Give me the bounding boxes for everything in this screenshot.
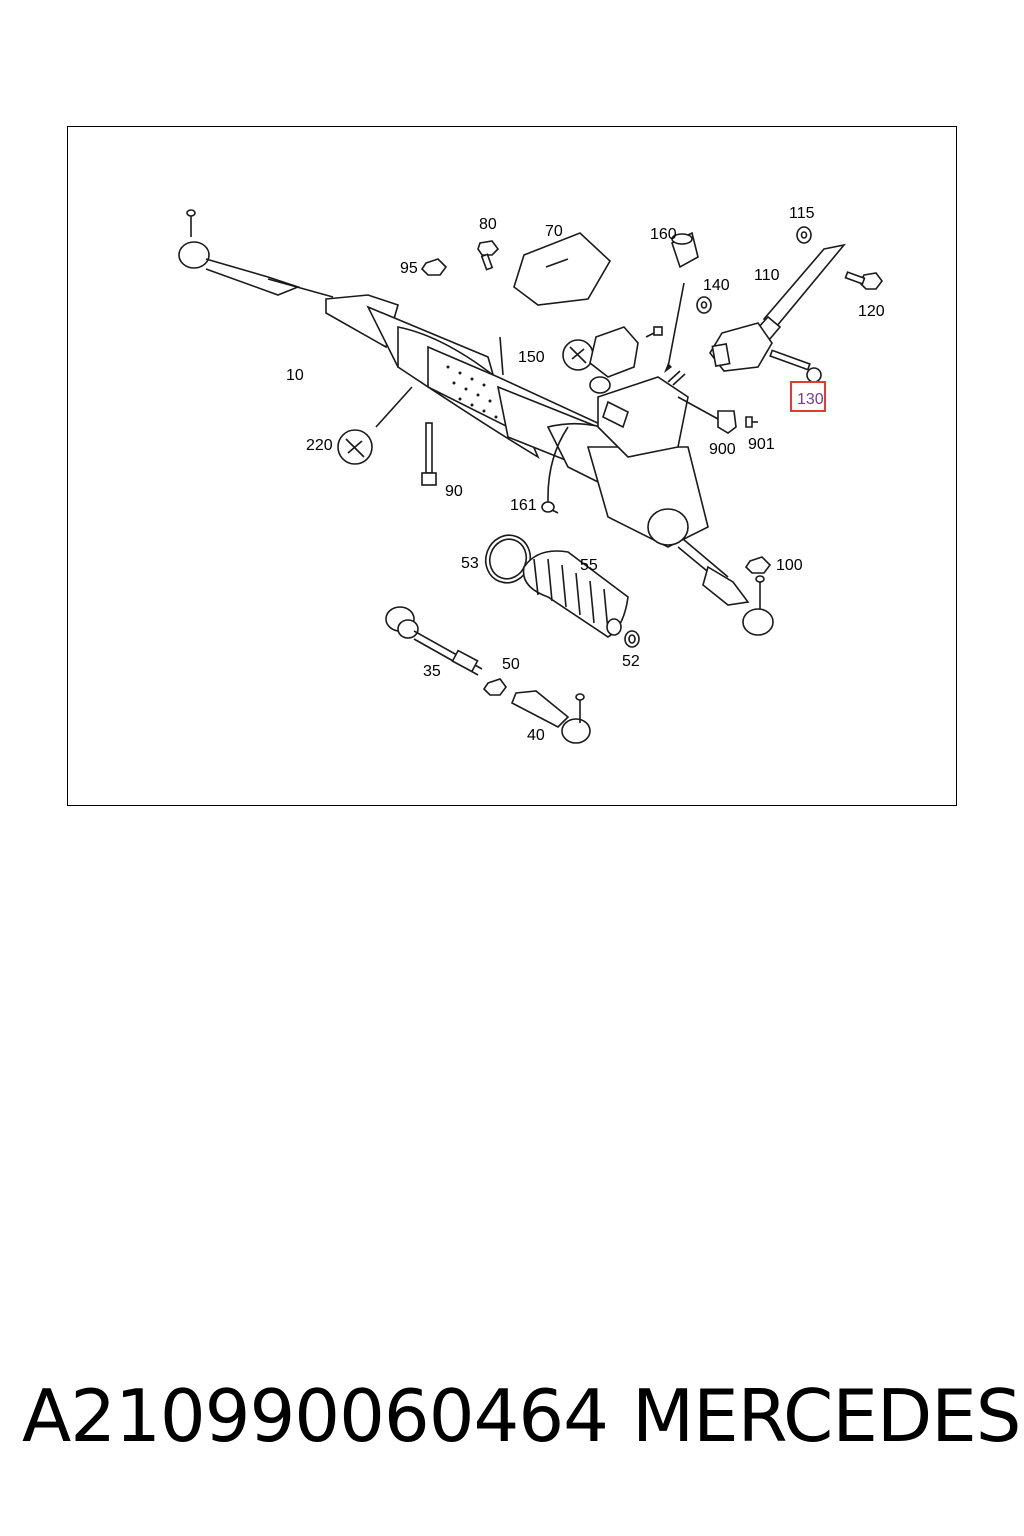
- callout-50: 50: [502, 656, 520, 673]
- callout-115: 115: [789, 205, 815, 222]
- steering-rack-housing: [325, 294, 774, 636]
- callout-100: 100: [776, 557, 803, 574]
- connector-900: [717, 410, 737, 434]
- nut-100: [744, 556, 772, 574]
- callout-150: 150: [518, 349, 545, 366]
- highlight-box-130: [790, 381, 826, 412]
- callout-901: 901: [748, 436, 775, 453]
- callout-70: 70: [545, 223, 563, 240]
- callout-900: 900: [709, 441, 736, 458]
- callout-55: 55: [580, 557, 598, 574]
- part-number: A210990060464: [22, 1374, 609, 1458]
- steering-rack-exploded-diagram: [178, 209, 883, 744]
- pin-901: [745, 416, 758, 428]
- leader-lines: [375, 282, 719, 505]
- callout-140: 140: [703, 277, 730, 294]
- valve-150: [562, 326, 663, 394]
- callout-161: 161: [510, 497, 537, 514]
- bolt-130: [769, 349, 822, 383]
- diagram-frame: 10 220 90 95 80 70 160 150 140 115 110 1…: [67, 126, 957, 806]
- bracket-70: [513, 232, 612, 306]
- callout-110: 110: [754, 267, 780, 284]
- bolt-90: [421, 422, 437, 486]
- screw-161: [541, 501, 559, 514]
- callout-220: 220: [306, 437, 333, 454]
- callout-52: 52: [622, 653, 640, 670]
- left-tie-rod-end: [178, 209, 334, 298]
- bellows-55: [522, 550, 629, 638]
- outer-tie-rod-end-40: [510, 690, 591, 744]
- brand-name: MERCEDES: [632, 1374, 1021, 1458]
- clamp-52: [624, 630, 640, 648]
- nut-50: [482, 678, 507, 696]
- callout-90: 90: [445, 483, 463, 500]
- washer-140: [696, 296, 712, 314]
- callout-53: 53: [461, 555, 479, 572]
- washer-115: [796, 226, 812, 244]
- sleeve-160: [671, 231, 699, 269]
- wrench-symbol-220: [337, 429, 373, 465]
- callout-130[interactable]: 130: [797, 391, 824, 408]
- callout-160: 160: [650, 226, 677, 243]
- bolt-120: [844, 271, 883, 290]
- callout-10: 10: [286, 367, 304, 384]
- callout-95: 95: [400, 260, 418, 277]
- nut-95: [420, 258, 448, 276]
- bolt-80: [477, 240, 500, 271]
- callout-80: 80: [479, 216, 497, 233]
- callout-40: 40: [527, 727, 545, 744]
- callout-35: 35: [423, 663, 441, 680]
- intermediate-shaft-110: [709, 243, 847, 372]
- inner-tie-rod-35: [385, 606, 483, 676]
- callout-120: 120: [858, 303, 885, 320]
